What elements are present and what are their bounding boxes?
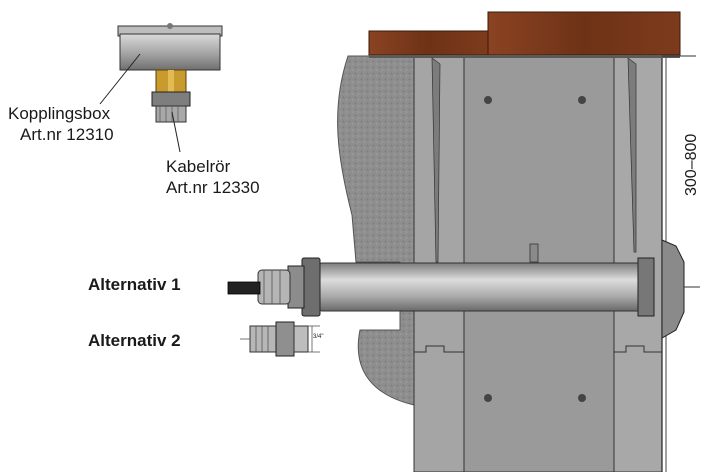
label-alternativ-2: Alternativ 2 — [88, 331, 181, 350]
wall-fitting — [661, 239, 685, 339]
fitting-alternative-2 — [240, 321, 320, 357]
label-kabelror-art: Art.nr 12330 — [166, 178, 260, 197]
junction-box-drawing — [117, 23, 223, 123]
leader-kabelror — [171, 111, 181, 153]
cable-pipe — [317, 262, 651, 312]
cable — [227, 281, 261, 295]
label-alternativ-1: Alternativ 1 — [88, 275, 181, 294]
label-kopplingsbox-name: Kopplingsbox — [8, 104, 111, 123]
leader-kopplingsbox — [99, 53, 141, 105]
wooden-deck-right — [487, 11, 681, 56]
label-kabelror-name: Kabelrör — [166, 157, 231, 176]
wooden-deck-left — [368, 30, 489, 56]
dimension-mark: 3/4" — [313, 334, 324, 340]
label-kopplingsbox-art: Art.nr 12310 — [20, 125, 114, 144]
label-depth-range: 300–800 — [683, 133, 700, 196]
soil-area — [337, 55, 415, 406]
